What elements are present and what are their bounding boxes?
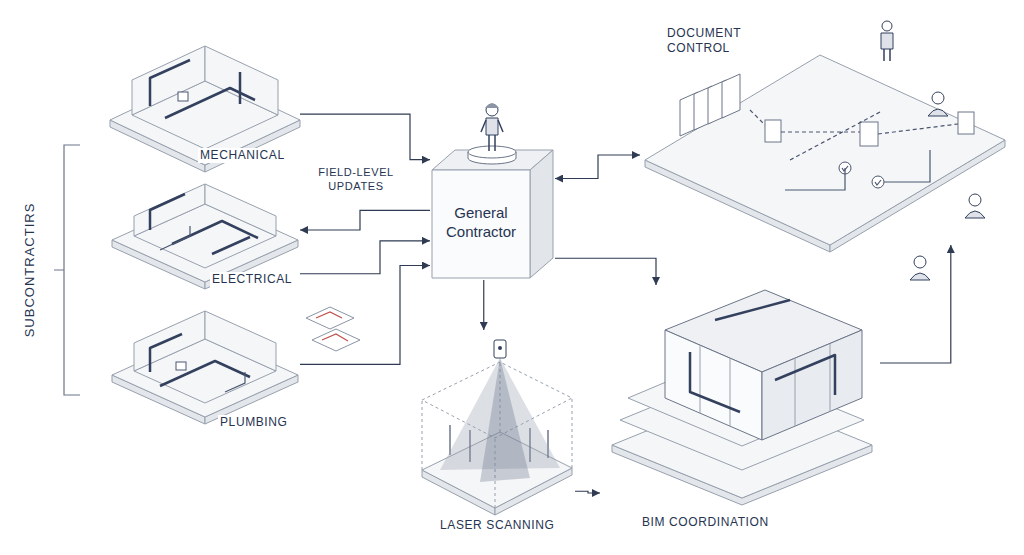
document-platform	[881, 33, 893, 49]
flow-note: FIELD-LEVEL UPDATES	[308, 166, 404, 194]
plumbing-layer	[176, 362, 186, 370]
electrical-layer	[160, 226, 190, 250]
electrical-layer	[212, 237, 250, 254]
subcontractor-bracket	[54, 145, 80, 395]
laser-scan-site	[422, 340, 572, 515]
mechanical-layer	[239, 72, 242, 104]
document-platform	[765, 120, 781, 142]
document-platform	[645, 55, 1005, 245]
document-platform: DOCUMENT CONTROL	[640, 20, 1010, 245]
document-platform	[860, 122, 878, 146]
flow-arrow	[483, 280, 484, 330]
node-label: General Contractor	[434, 173, 528, 273]
flow-arrow	[300, 114, 430, 160]
document-platform	[965, 211, 985, 218]
bim-model	[700, 344, 830, 426]
contractor-block	[432, 104, 553, 279]
node-label: PLUMBING	[218, 415, 289, 430]
document-platform	[882, 21, 892, 31]
contractor-block	[468, 146, 516, 158]
scan-platform: LASER SCANNING	[420, 330, 575, 545]
mechanical-layer	[178, 92, 188, 101]
electrical-layer	[150, 194, 185, 230]
document-platform	[928, 109, 948, 116]
flow-arrow	[575, 491, 600, 493]
contractor-block	[485, 104, 499, 109]
document-platform	[872, 176, 884, 188]
document-platform	[645, 21, 1005, 280]
drawing-sheets	[322, 334, 348, 341]
flow-arrow	[555, 155, 640, 179]
contractor-box: General Contractor	[430, 135, 555, 280]
plumbing-layer	[112, 311, 298, 424]
bim-model	[762, 330, 862, 440]
bim-model	[612, 290, 872, 505]
drawing-sheets	[306, 307, 354, 329]
flow-arrow	[300, 210, 430, 230]
laser-scan-site	[498, 346, 502, 350]
bim-model	[775, 355, 835, 395]
drawing-sheets	[316, 312, 342, 318]
document-platform	[910, 273, 930, 280]
document-platform	[785, 150, 930, 190]
document-platform	[969, 194, 981, 206]
electrical-layer	[112, 198, 298, 282]
flow-arrow	[300, 266, 430, 365]
flow-arrow	[555, 258, 656, 285]
bim-model	[665, 330, 762, 440]
mechanical-layer	[110, 46, 300, 172]
document-platform	[722, 74, 740, 118]
bim-platform: BIM COORDINATION	[600, 285, 880, 545]
document-platform	[958, 112, 974, 134]
plumbing-layer	[160, 361, 250, 386]
drawing-sheets	[306, 307, 360, 351]
drawing-sheets	[312, 329, 360, 351]
contractor-block	[530, 150, 553, 278]
node-label: DOCUMENT CONTROL	[665, 26, 769, 56]
electrical-layer	[112, 184, 298, 289]
document-platform	[750, 110, 958, 160]
flow-arrow	[300, 241, 430, 274]
document-platform	[932, 92, 944, 104]
bim-model	[690, 352, 740, 412]
document-platform	[842, 166, 881, 185]
plumbing-layer	[225, 372, 245, 392]
mechanical-layer	[165, 88, 255, 118]
node-label: LASER SCANNING	[438, 518, 556, 533]
document-platform	[884, 49, 890, 61]
mechanical-layer	[150, 60, 190, 106]
node-label: MECHANICAL	[198, 148, 287, 163]
laser-scan-site	[480, 358, 530, 482]
flow-arrow	[880, 245, 951, 363]
laser-scan-site	[494, 340, 506, 358]
node-label: BIM COORDINATION	[640, 515, 771, 530]
document-platform	[914, 256, 926, 268]
bim-model	[715, 300, 790, 320]
mechanical-layer	[205, 46, 278, 115]
layer-slab: ELECTRICAL	[110, 180, 300, 305]
layer-slab: MECHANICAL	[110, 40, 300, 170]
group-label: SUBCONTRACTIRS	[22, 201, 38, 340]
electrical-layer	[205, 184, 276, 236]
plumbing-layer	[134, 311, 205, 371]
contractor-block	[432, 170, 530, 278]
layer-slab: PLUMBING	[110, 315, 300, 445]
contractor-block	[486, 118, 498, 135]
electrical-layer	[134, 184, 205, 236]
node-label: ELECTRICAL	[210, 272, 294, 287]
subcontractor-bracket	[54, 145, 80, 395]
contractor-block	[481, 120, 503, 151]
contractor-block	[486, 104, 498, 116]
